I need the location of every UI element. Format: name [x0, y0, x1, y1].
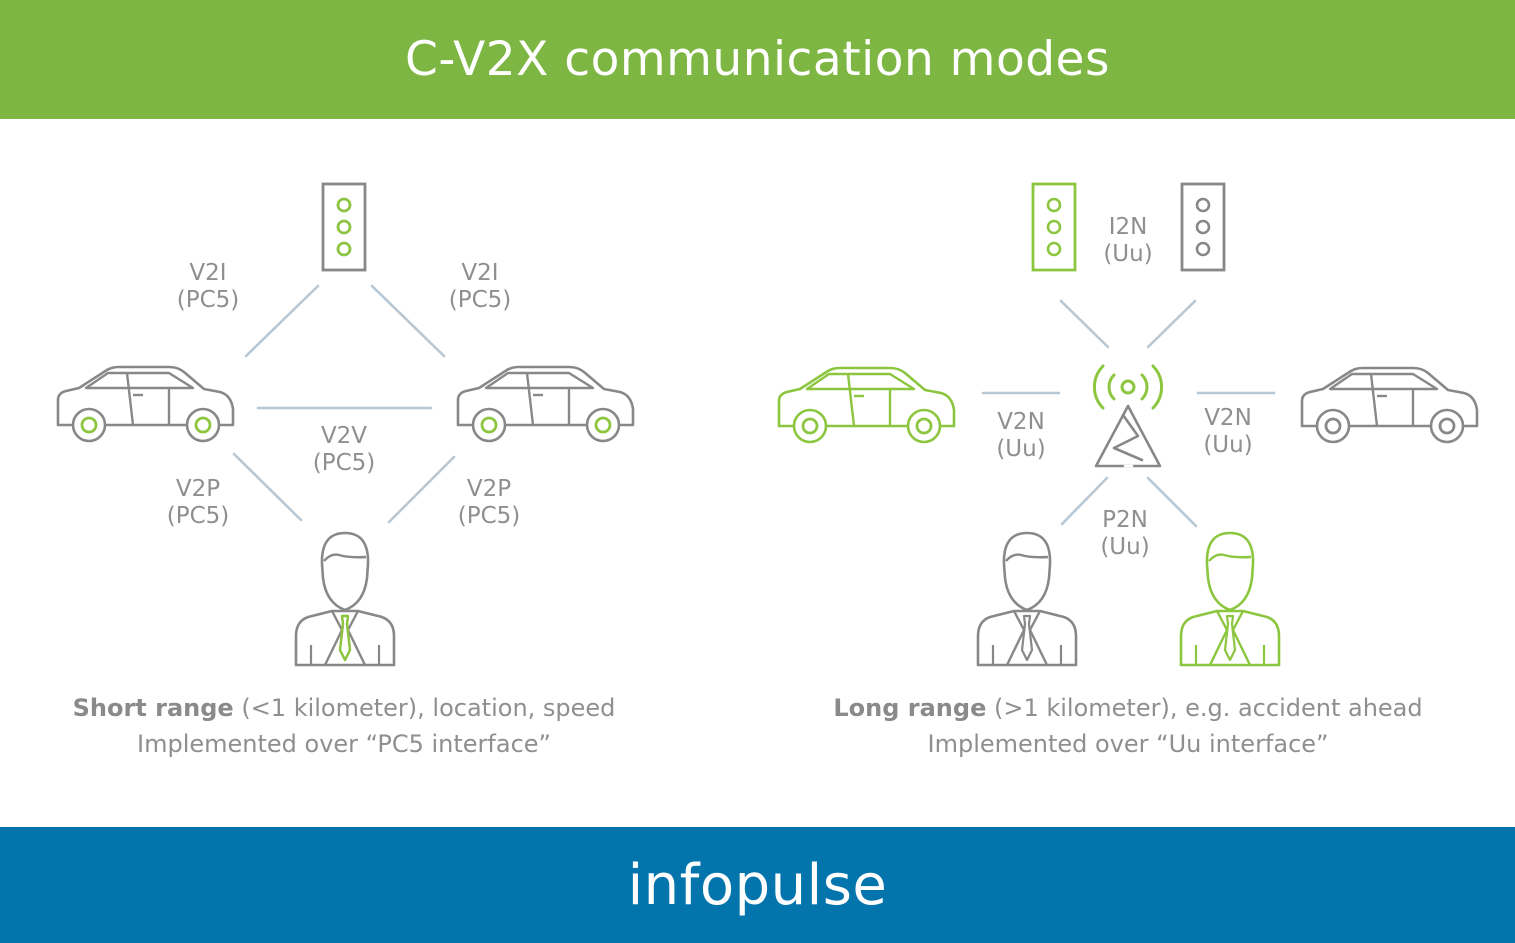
label-v2n-left: V2N (Uu) [961, 409, 1081, 463]
label-i2n: I2N (Uu) [1068, 214, 1188, 268]
connector-v2i-right [370, 284, 446, 358]
label-interface: (PC5) [176, 287, 240, 313]
label-p2n: P2N (Uu) [1065, 507, 1185, 561]
label-v2v: V2V (PC5) [284, 423, 404, 477]
short-range-caption-line2: Implemented over “PC5 interface” [137, 730, 551, 758]
long-range-caption-bold: Long range [833, 694, 987, 722]
label-name: P2N [1102, 507, 1148, 533]
short-range-connectors [232, 284, 456, 524]
car-green-icon [777, 366, 956, 444]
short-range-caption-line1: Short range (<1 kilometer), location, sp… [73, 690, 616, 726]
diagram-canvas [56, 182, 1479, 667]
connector-v2p-left [232, 452, 303, 522]
label-interface: (Uu) [1103, 241, 1153, 267]
label-name: V2V [320, 423, 368, 449]
connector-p2n-left [1060, 476, 1109, 526]
car-left-icon [56, 365, 235, 443]
footer-banner: infopulse [0, 827, 1515, 943]
short-range-caption: Short range (<1 kilometer), location, sp… [73, 690, 616, 762]
traffic-light-icon [321, 182, 367, 272]
label-name: V2N [997, 409, 1045, 435]
brand-logo: infopulse [627, 852, 888, 918]
page-title: C-V2X communication modes [405, 32, 1110, 87]
pedestrian-icon [294, 531, 396, 667]
long-range-connectors [981, 299, 1276, 528]
connector-v2i-left [244, 284, 320, 358]
label-interface: (PC5) [166, 503, 230, 529]
long-range-caption-line2: Implemented over “Uu interface” [927, 730, 1329, 758]
label-interface: (Uu) [996, 436, 1046, 462]
cell-tower-icon [1092, 364, 1164, 468]
label-name: V2P [466, 476, 512, 502]
label-name: V2I [461, 260, 499, 286]
label-v2i-right: V2I (PC5) [420, 260, 540, 314]
label-interface: (Uu) [1203, 432, 1253, 458]
label-interface: (PC5) [457, 503, 521, 529]
label-interface: (Uu) [1100, 534, 1150, 560]
short-range-caption-rest: (<1 kilometer), location, speed [233, 694, 616, 722]
car-right-icon [456, 365, 635, 443]
car-gray-icon [1300, 366, 1479, 444]
connector-i2n-right [1146, 299, 1197, 349]
connector-v2p-right [387, 455, 456, 524]
label-v2n-right: V2N (Uu) [1168, 405, 1288, 459]
person-green-icon [1179, 531, 1281, 667]
person-gray-icon [976, 531, 1078, 667]
label-interface: (PC5) [448, 287, 512, 313]
label-name: V2P [175, 476, 221, 502]
label-v2i-left: V2I (PC5) [148, 260, 268, 314]
short-range-caption-bold: Short range [72, 694, 234, 722]
traffic-light-gray-icon [1180, 182, 1226, 272]
label-name: I2N [1108, 214, 1148, 240]
label-name: V2N [1204, 405, 1252, 431]
connector-p2n-right [1146, 476, 1198, 528]
connector-i2n-left [1059, 299, 1110, 349]
label-v2p-right: V2P (PC5) [429, 476, 549, 530]
title-banner: C-V2X communication modes [0, 0, 1515, 119]
label-v2p-left: V2P (PC5) [138, 476, 258, 530]
long-range-caption: Long range (>1 kilometer), e.g. accident… [833, 690, 1422, 762]
label-name: V2I [189, 260, 227, 286]
long-range-caption-line1: Long range (>1 kilometer), e.g. accident… [833, 690, 1422, 726]
long-range-caption-rest: (>1 kilometer), e.g. accident ahead [986, 694, 1423, 722]
label-interface: (PC5) [312, 450, 376, 476]
